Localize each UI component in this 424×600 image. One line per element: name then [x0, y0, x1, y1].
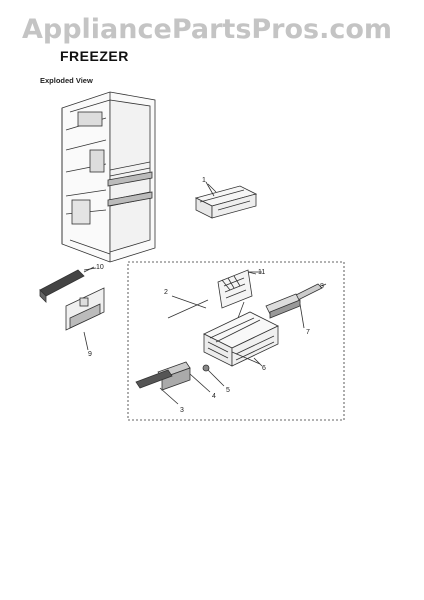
label-part-2: 2: [164, 289, 168, 296]
label-part-1: 1: [202, 177, 206, 184]
bracket-part-9: [65, 287, 105, 351]
divider-part-11: [217, 269, 257, 319]
assembly-outline-box: [127, 261, 345, 421]
watermark-logo: AppliancePartsPros.com: [22, 14, 393, 45]
label-part-3: 3: [180, 407, 184, 414]
clip-part-5: [202, 364, 225, 387]
tray-part-1: [194, 181, 258, 219]
view-subtitle: Exploded View: [40, 76, 93, 85]
label-part-6: 6: [262, 365, 266, 372]
rail-part-10: [39, 266, 95, 303]
freezer-cabinet-illustration: [61, 91, 156, 263]
rail-part-3: [135, 369, 179, 405]
label-part-7: 7: [306, 329, 310, 336]
label-part-11: 11: [258, 269, 265, 276]
label-part-5: 5: [226, 387, 230, 394]
label-part-10: 10: [96, 264, 104, 271]
page-title: FREEZER: [60, 48, 129, 64]
rod-part-2: [167, 299, 209, 319]
label-part-8: 8: [320, 283, 324, 290]
label-part-4: 4: [212, 393, 216, 400]
basket-part-6: [203, 311, 279, 367]
label-part-9: 9: [88, 351, 92, 358]
rail-part-7: [265, 293, 305, 329]
